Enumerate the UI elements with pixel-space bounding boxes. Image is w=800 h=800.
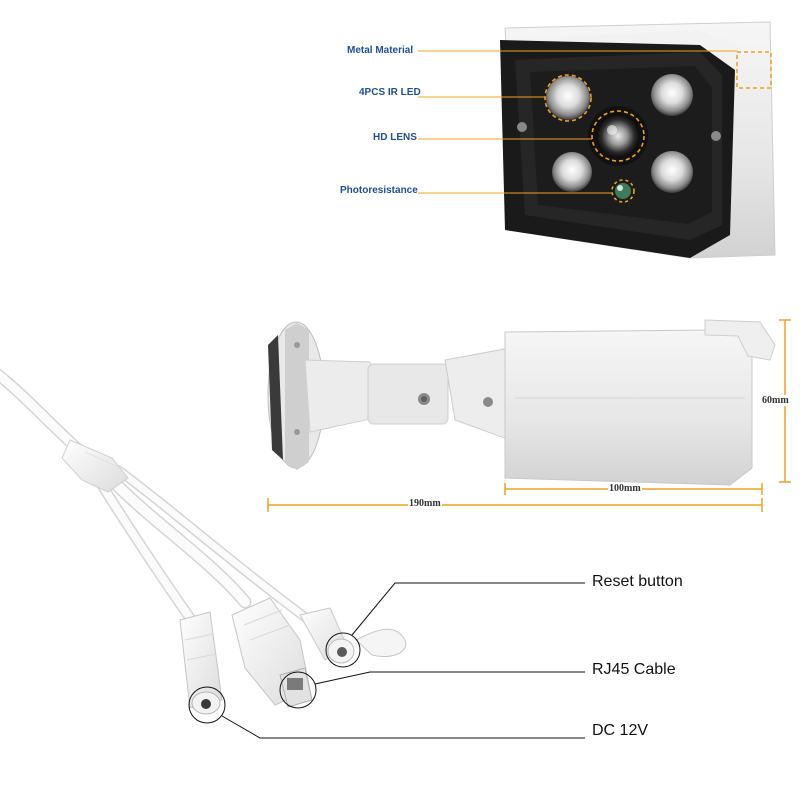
hd-lens (596, 114, 640, 158)
feature-label-metal-material: Metal Material (347, 45, 414, 56)
feature-leader-lines (418, 50, 737, 194)
camera-housing (504, 329, 753, 486)
sun-shield (704, 319, 776, 361)
cable-label-reset: Reset button (592, 573, 683, 590)
dimension-housing-length: 100mm (608, 483, 642, 494)
metal-material-marker (736, 51, 772, 89)
feature-label-ir-led: 4PCS IR LED (359, 87, 421, 98)
cable-splitter (61, 439, 129, 493)
dimension-length: 190mm (408, 498, 442, 509)
cable-callouts (188, 582, 585, 739)
cable-label-dc: DC 12V (592, 722, 649, 739)
ir-led-top-right (651, 74, 693, 116)
ir-led-bottom-left (552, 152, 592, 192)
dimension-height: 60mm (761, 395, 790, 406)
feature-label-photoresistance: Photoresistance (340, 185, 418, 196)
ir-led-top-left (546, 76, 590, 120)
rj45-connector (231, 597, 313, 708)
camera-side-view (267, 319, 776, 486)
photoresistor (615, 183, 631, 199)
camera-front-closeup (500, 21, 776, 259)
ir-led-bottom-right (651, 151, 693, 193)
dc-connector (179, 611, 223, 715)
reset-connector (299, 607, 407, 664)
cable-label-rj45: RJ45 Cable (592, 661, 676, 678)
feature-label-hd-lens: HD LENS (373, 132, 417, 143)
